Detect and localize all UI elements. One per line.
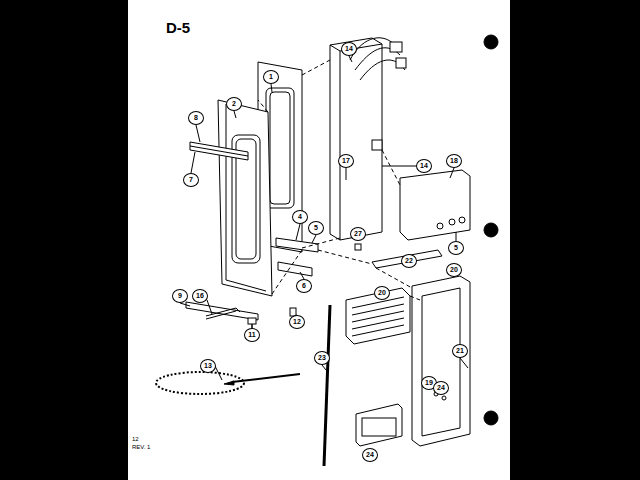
callout-number: 7: [183, 173, 199, 187]
callout-number: 12: [289, 315, 305, 329]
revision-note: REV. 1: [132, 444, 150, 450]
callout-number: 5: [448, 241, 464, 255]
callout-number: 24: [362, 448, 378, 462]
callout-number: 18: [446, 154, 462, 168]
callout-number: 27: [350, 227, 366, 241]
callout-number: 20: [374, 286, 390, 300]
callout-number: 17: [338, 154, 354, 168]
callout-number: 8: [188, 111, 204, 125]
callout-number: 6: [296, 279, 312, 293]
callout-number: 9: [172, 289, 188, 303]
callout-number: 21: [452, 344, 468, 358]
callout-number: 13: [200, 359, 216, 373]
callout-number: 20: [446, 263, 462, 277]
revision-note: 12: [132, 436, 139, 442]
callout-number: 14: [341, 42, 357, 56]
callout-number: 4: [292, 210, 308, 224]
callout-number: 24: [433, 381, 449, 395]
callout-number: 11: [244, 328, 260, 342]
callout-number: 14: [416, 159, 432, 173]
callout-number: 2: [226, 97, 242, 111]
callout-number: 16: [192, 289, 208, 303]
callout-number: 23: [314, 351, 330, 365]
page-title: D-5: [166, 20, 190, 35]
callout-number: 5: [308, 221, 324, 235]
callout-number: 22: [401, 254, 417, 268]
callout-number: 1: [263, 70, 279, 84]
